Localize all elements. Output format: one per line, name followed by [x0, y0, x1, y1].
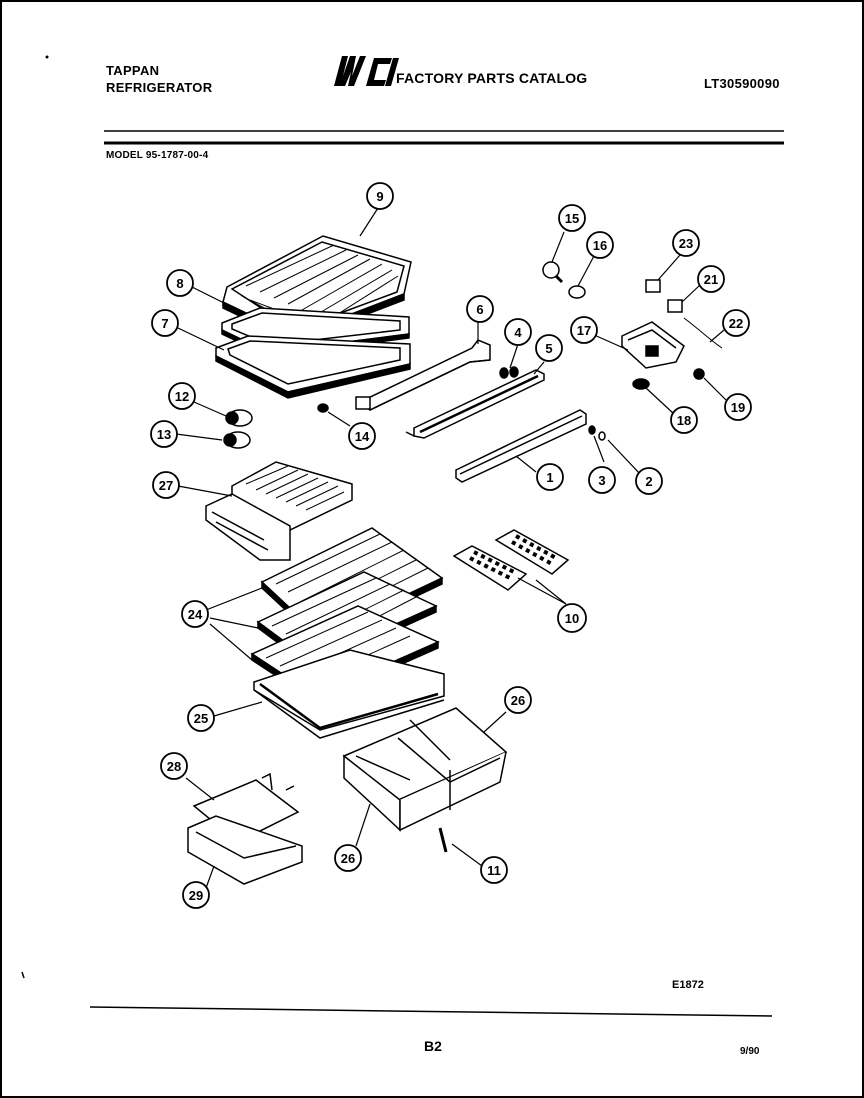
part-sensor-23 — [645, 279, 661, 293]
svg-text:21: 21 — [704, 272, 718, 287]
callout-21: 21 — [697, 265, 725, 293]
svg-text:28: 28 — [167, 759, 181, 774]
part-control-housing-17 — [621, 321, 685, 369]
callout-13: 13 — [150, 420, 178, 448]
part-frame-7 — [215, 335, 411, 399]
svg-text:18: 18 — [677, 413, 691, 428]
callout-12: 12 — [168, 382, 196, 410]
callout-11: 11 — [480, 856, 508, 884]
model-number: MODEL 95-1787-00-4 — [106, 150, 209, 161]
svg-text:1: 1 — [546, 470, 553, 485]
brand-block: TAPPAN REFRIGERATOR — [106, 62, 212, 96]
callout-14: 14 — [348, 422, 376, 450]
svg-text:26: 26 — [511, 693, 525, 708]
svg-text:5: 5 — [545, 341, 552, 356]
svg-text:25: 25 — [194, 711, 208, 726]
callout-22: 22 — [722, 309, 750, 337]
svg-text:15: 15 — [565, 211, 579, 226]
exploded-parts-diagram — [175, 207, 727, 889]
revision-date: 9/90 — [740, 1046, 760, 1057]
callout-18: 18 — [670, 406, 698, 434]
callout-5: 5 — [535, 334, 563, 362]
svg-text:2: 2 — [645, 474, 652, 489]
svg-text:3: 3 — [598, 473, 605, 488]
svg-text:14: 14 — [355, 429, 370, 444]
part-connector-21 — [667, 299, 683, 313]
part-lamp-15-16 — [542, 261, 586, 299]
svg-text:13: 13 — [157, 427, 171, 442]
callout-23: 23 — [672, 229, 700, 257]
part-crisper-26 — [342, 707, 508, 853]
callout-17: 17 — [570, 316, 598, 344]
svg-text:22: 22 — [729, 316, 743, 331]
part-knob-18 — [632, 378, 650, 390]
brand-line-2: REFRIGERATOR — [106, 80, 213, 95]
svg-text:6: 6 — [476, 302, 483, 317]
callout-25: 25 — [187, 704, 215, 732]
callout-27: 27 — [152, 471, 180, 499]
part-ice-trays-10 — [452, 529, 570, 591]
leader-lines — [175, 207, 727, 889]
svg-text:26: 26 — [341, 851, 355, 866]
part-clip-19 — [693, 368, 705, 380]
svg-text:10: 10 — [565, 611, 579, 626]
svg-text:9: 9 — [376, 189, 383, 204]
callout-9: 9 — [366, 182, 394, 210]
part-shelf-25 — [253, 649, 445, 739]
svg-text:23: 23 — [679, 236, 693, 251]
catalog-title: FACTORY PARTS CATALOG — [396, 70, 588, 86]
svg-text:11: 11 — [487, 863, 501, 878]
wci-logo — [334, 56, 399, 86]
callout-26-top: 26 — [504, 686, 532, 714]
svg-text:17: 17 — [577, 323, 591, 338]
svg-text:16: 16 — [593, 238, 607, 253]
callout-7: 7 — [151, 309, 179, 337]
callout-4: 4 — [504, 318, 532, 346]
callout-1: 1 — [536, 463, 564, 491]
part-pan-29 — [187, 815, 303, 885]
svg-text:12: 12 — [175, 389, 189, 404]
part-sleeves-12-13 — [223, 409, 253, 449]
part-rack-27 — [205, 461, 353, 561]
part-wire-22 — [683, 317, 723, 349]
svg-text:7: 7 — [161, 316, 168, 331]
svg-text:19: 19 — [731, 400, 745, 415]
callout-8: 8 — [166, 269, 194, 297]
catalog-code: LT30590090 — [704, 76, 780, 91]
callout-16: 16 — [586, 231, 614, 259]
svg-text:27: 27 — [159, 478, 173, 493]
callout-29: 29 — [182, 881, 210, 909]
callout-19: 19 — [724, 393, 752, 421]
callout-28: 28 — [160, 752, 188, 780]
part-rail-1 — [455, 409, 587, 483]
svg-text:29: 29 — [189, 888, 203, 903]
svg-text:8: 8 — [176, 276, 183, 291]
callout-24: 24 — [181, 600, 209, 628]
callout-2: 2 — [635, 467, 663, 495]
part-bracket-6 — [355, 339, 491, 411]
svg-text:4: 4 — [514, 325, 522, 340]
diagram-code: E1872 — [672, 979, 704, 991]
callout-10: 10 — [557, 603, 587, 633]
footer-rule — [89, 1006, 773, 1017]
hardware-screws — [317, 366, 606, 441]
brand-line-1: TAPPAN — [106, 63, 160, 78]
part-rail-5 — [405, 369, 545, 439]
callout-6: 6 — [466, 295, 494, 323]
callout-15: 15 — [558, 204, 586, 232]
callout-labels: 1 2 3 4 5 6 7 8 9 10 11 12 13 14 15 16 1… — [150, 182, 752, 909]
callout-3: 3 — [588, 466, 616, 494]
svg-text:24: 24 — [188, 607, 203, 622]
page-number: B2 — [424, 1038, 442, 1054]
callout-26-bottom: 26 — [334, 844, 362, 872]
